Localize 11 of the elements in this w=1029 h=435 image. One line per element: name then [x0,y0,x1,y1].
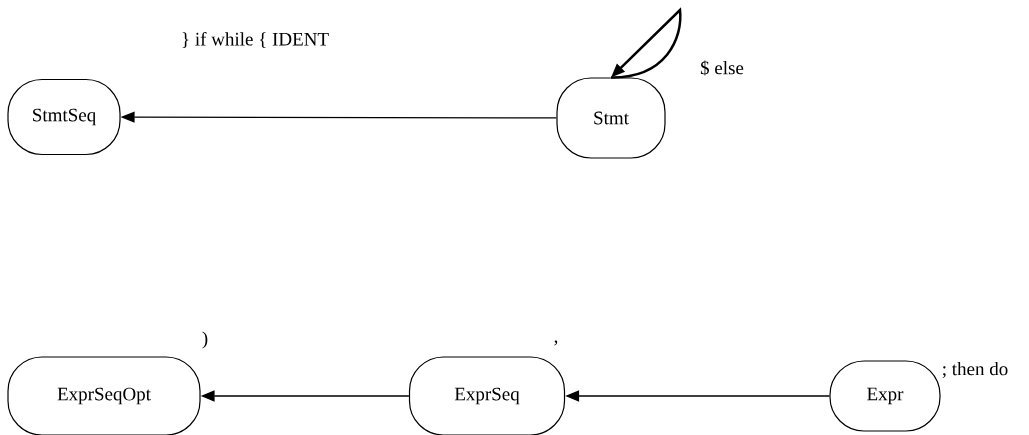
state-node: ExprSeqOpt [7,356,201,435]
state-node: Stmt [556,77,666,159]
follow-set-label: } if while { IDENT [182,32,329,48]
follow-set-label: ) [202,331,208,349]
follow-set-label: $ else [700,60,744,76]
follow-set-label: , [554,340,558,346]
state-node: ExprSeq [408,356,566,435]
state-node: StmtSeq [7,78,121,156]
arrow [610,8,682,79]
follow-set-label: ; then do [942,361,1008,379]
state-node: Expr [829,360,941,432]
